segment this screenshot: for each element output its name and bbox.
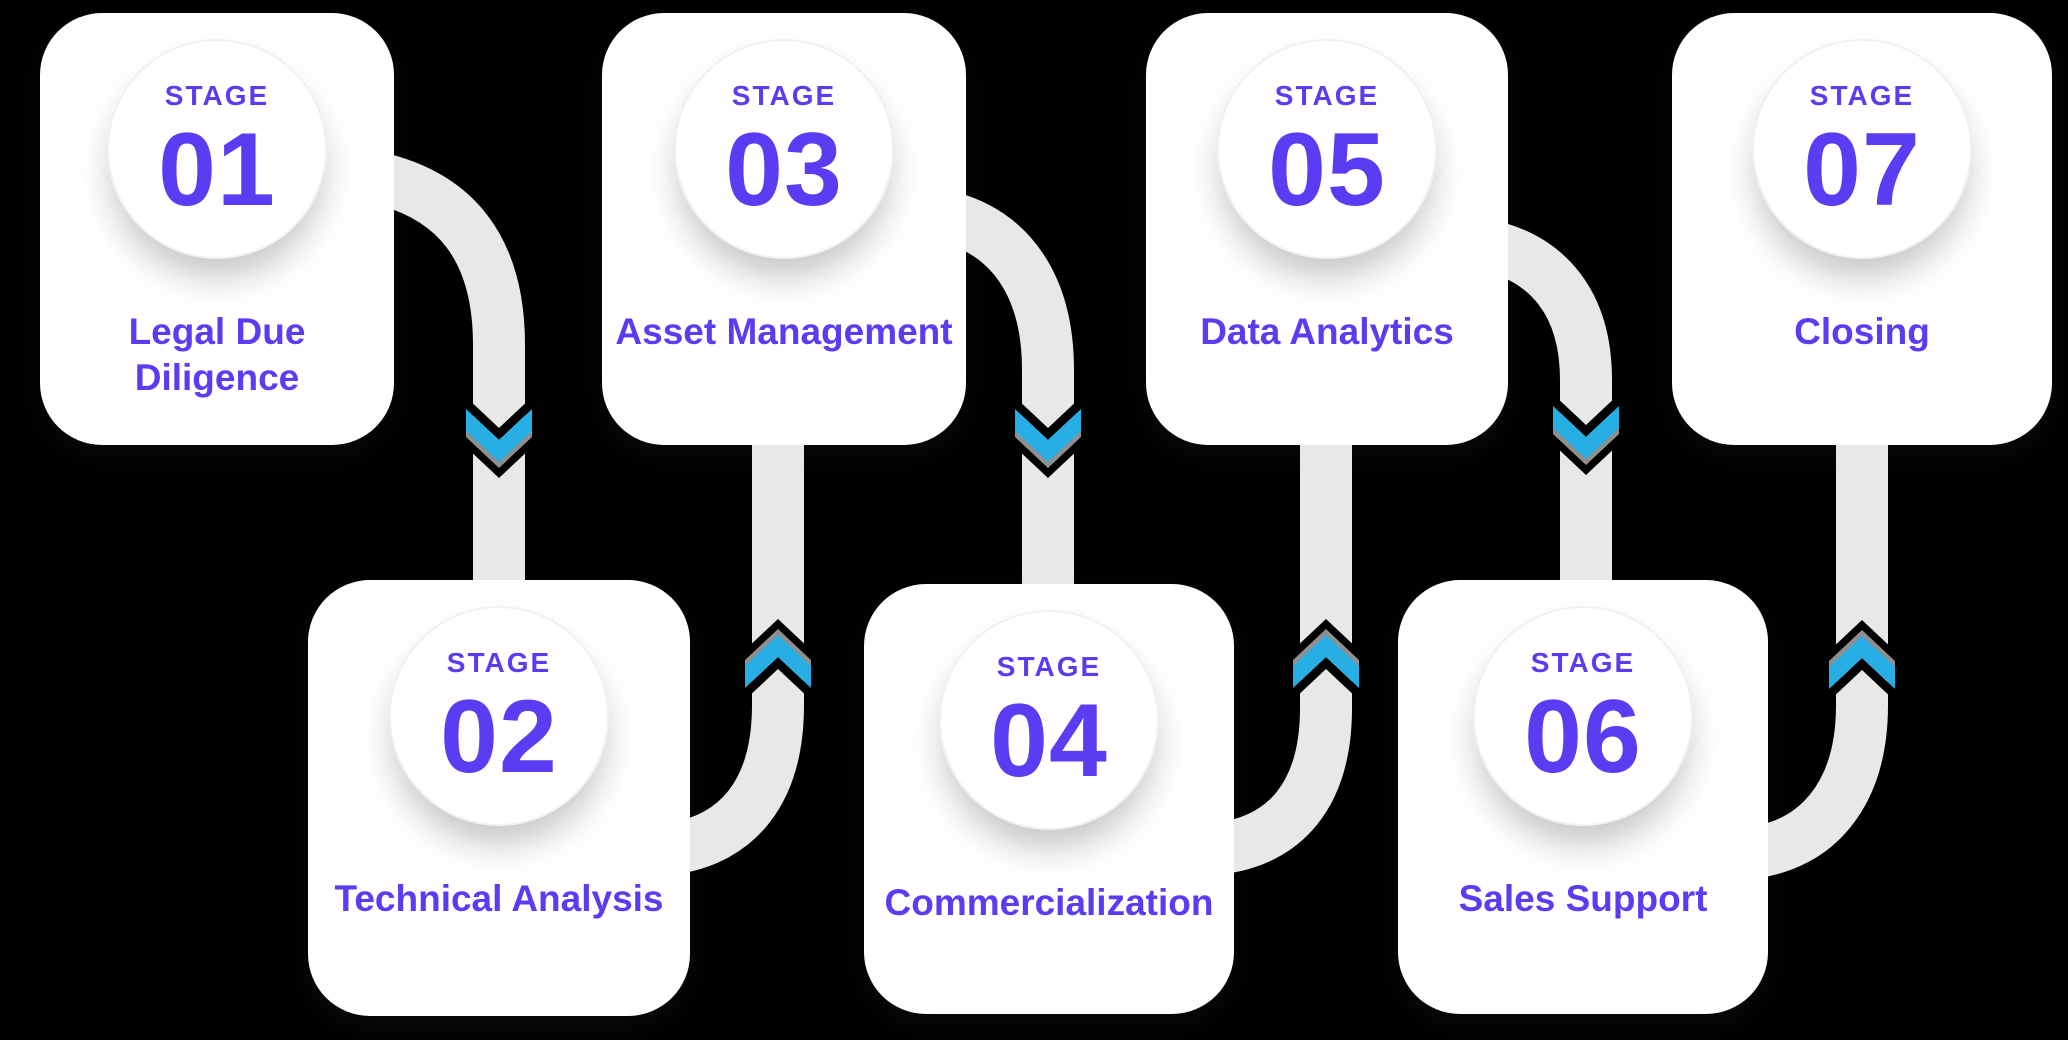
connector-4-5 [1217, 442, 1352, 874]
connector-1-2 [371, 152, 525, 592]
stage-kicker-label: STAGE [996, 651, 1102, 682]
stage-kicker-label: STAGE [164, 80, 270, 111]
stage-title: Closing [1794, 311, 1930, 352]
stage-number: 03 [725, 111, 843, 228]
connector-2-3 [670, 442, 804, 874]
stage-number: 02 [440, 678, 558, 795]
stage-card-05: STAGE 05 Data Analytics [1146, 13, 1508, 445]
stage-badge: STAGE 01 [107, 39, 327, 259]
stage-badge: STAGE 07 [1752, 39, 1972, 259]
stage-card-07: STAGE 07 Closing [1672, 13, 2052, 445]
stage-card-01: STAGE 01 Legal Due Diligence [40, 13, 394, 445]
stage-title: Asset Management [615, 311, 953, 352]
stage-card-03: STAGE 03 Asset Management [602, 13, 966, 445]
stage-kicker-label: STAGE [1274, 80, 1380, 111]
stage-title: Technical Analysis [334, 878, 664, 919]
stage-title: Commercialization [884, 882, 1214, 923]
stage-title: Legal Due Diligence [128, 311, 306, 399]
stage-kicker-label: STAGE [1809, 80, 1915, 111]
stage-kicker-label: STAGE [731, 80, 837, 111]
stage-badge: STAGE 03 [674, 39, 894, 259]
stage-number: 01 [158, 111, 276, 228]
connector-6-7 [1751, 442, 1888, 878]
stage-number: 04 [990, 682, 1108, 799]
stage-card-02: STAGE 02 Technical Analysis [308, 580, 690, 1016]
stage-badge: STAGE 05 [1217, 39, 1437, 259]
stage-card-06: STAGE 06 Sales Support [1398, 580, 1768, 1014]
stage-number: 06 [1524, 678, 1642, 795]
stage-number: 05 [1268, 111, 1386, 228]
stage-badge: STAGE 06 [1473, 606, 1693, 826]
stage-kicker-label: STAGE [446, 647, 552, 678]
stage-title: Data Analytics [1200, 311, 1454, 352]
stage-number: 07 [1803, 111, 1921, 228]
connector-3-4 [943, 193, 1074, 596]
stage-kicker-label: STAGE [1530, 647, 1636, 678]
connector-5-6 [1489, 223, 1612, 588]
stage-title: Sales Support [1458, 878, 1708, 919]
stage-badge: STAGE 02 [389, 606, 609, 826]
connector-pipes [371, 152, 1888, 878]
stage-card-04: STAGE 04 Commercialization [864, 584, 1234, 1014]
stage-badge: STAGE 04 [939, 610, 1159, 830]
